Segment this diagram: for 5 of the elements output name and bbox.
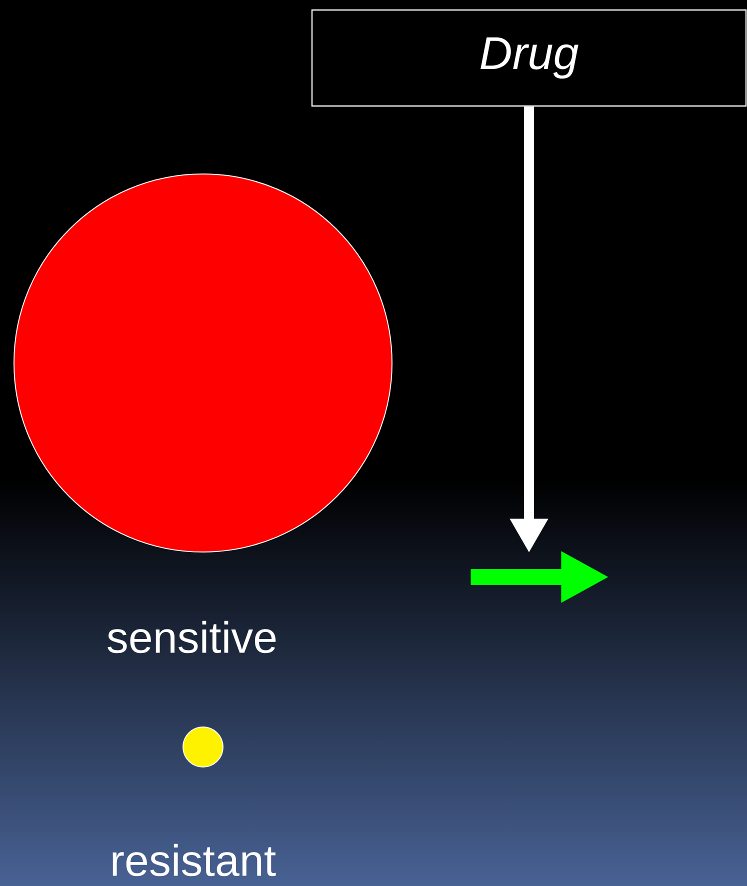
- label-box: Drug: [311, 9, 747, 107]
- circle-shape: [14, 174, 392, 552]
- circle-shape: [182, 726, 224, 768]
- node-label: resistant: [112, 844, 276, 876]
- node-label: sensitive: [108, 620, 276, 654]
